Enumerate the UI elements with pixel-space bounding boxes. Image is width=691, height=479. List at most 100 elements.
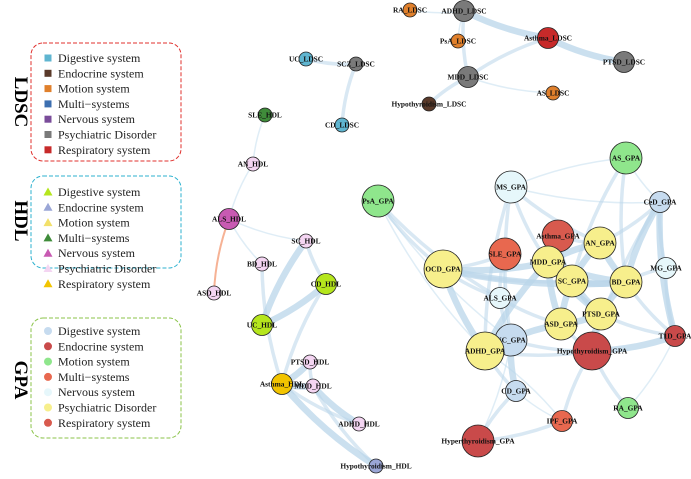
edge-ALS_HDL-ASD_HDL	[213, 218, 230, 294]
legend-marker	[44, 327, 52, 335]
node-UC_LDSC[interactable]: UC_LDSC	[289, 51, 323, 67]
node-circle	[302, 354, 318, 370]
node-BD_GPA[interactable]: BD_GPA	[609, 265, 643, 299]
node-Hypothyroidism_LDSC[interactable]: Hypothyroidism_LDSC	[391, 96, 467, 112]
node-AS_GPA[interactable]: AS_GPA	[609, 141, 643, 175]
node-ADHD_LDSC[interactable]: ADHD_LDSC	[441, 0, 487, 22]
node-PsA_GPA[interactable]: PsA_GPA	[361, 184, 395, 218]
node-CD_LDSC[interactable]: CD_LDSC	[325, 117, 359, 133]
node-PsA_LDSC[interactable]: PsA_LDSC	[440, 33, 476, 49]
legend-marker	[44, 403, 52, 412]
node-PTSD_HDL[interactable]: PTSD_HDL	[291, 354, 330, 370]
node-label: AS_LDSC	[537, 89, 570, 98]
node-Asthma_LDSC[interactable]: Asthma_LDSC	[524, 27, 572, 49]
node-label: Asthma_HDL	[260, 380, 304, 389]
node-circle	[305, 378, 321, 394]
node-AS_LDSC[interactable]: AS_LDSC	[537, 85, 570, 101]
node-label: BD_GPA	[611, 278, 641, 287]
legend-item-label: Psychiatric Disorder	[58, 128, 156, 142]
node-label: PTSD_GPA	[582, 310, 620, 319]
node-MDD_HDL[interactable]: MDD_HDL	[294, 378, 332, 394]
legend-item-label: Psychiatric Disorder	[58, 262, 156, 276]
node-label: Hyperthyroidism_GPA	[441, 437, 515, 446]
legend-box	[30, 175, 182, 269]
node-Hypothyroidism_GPA[interactable]: Hypothyroidism_GPA	[557, 331, 628, 371]
node-label: ADHD_LDSC	[441, 7, 486, 16]
node-label: MDD_LDSC	[447, 73, 488, 82]
node-label: PTSD_LDSC	[603, 58, 645, 67]
node-T1D_GPA[interactable]: T1D_GPA	[659, 325, 691, 347]
node-ASD_GPA[interactable]: ASD_GPA	[544, 307, 578, 341]
node-circle	[271, 373, 293, 395]
node-label: T1D_GPA	[659, 332, 691, 341]
legend-marker	[44, 69, 52, 77]
node-AN_GPA[interactable]: AN_GPA	[583, 226, 617, 260]
node-ADHD_HDL[interactable]: ADHD_HDL	[338, 416, 380, 432]
node-Hyperthyroidism_GPA[interactable]: Hyperthyroidism_GPA	[441, 424, 515, 458]
node-SLE_HDL[interactable]: SLE_HDL	[248, 107, 282, 123]
node-OCD_GPA[interactable]: OCD_GPA	[423, 249, 463, 289]
node-label: Hypothyroidism_HDL	[340, 462, 411, 471]
node-label: SLE_GPA	[489, 250, 522, 259]
node-circle	[245, 156, 261, 172]
node-BD_HDL[interactable]: BD_HDL	[247, 256, 277, 272]
node-ADHD_GPA[interactable]: ADHD_GPA	[465, 331, 506, 371]
node-label: AN_HDL	[238, 160, 268, 169]
node-CD_GPA[interactable]: CD_GPA	[501, 380, 531, 402]
node-label: CD_LDSC	[325, 121, 359, 130]
legend-marker	[44, 115, 52, 123]
node-MDD_LDSC[interactable]: MDD_LDSC	[447, 66, 489, 88]
node-label: SC_HDL	[291, 237, 320, 246]
node-circle	[461, 424, 495, 458]
node-AN_HDL[interactable]: AN_HDL	[238, 156, 268, 172]
legend-item-label: Nervous system	[58, 246, 136, 260]
node-circle	[206, 285, 222, 301]
node-circle	[298, 51, 314, 67]
node-SC_GPA[interactable]: SC_GPA	[555, 264, 589, 298]
node-PTSD_LDSC[interactable]: PTSD_LDSC	[603, 51, 645, 73]
legend-marker	[43, 218, 53, 227]
node-label: ALS_HDL	[212, 215, 246, 224]
node-SLE_GPA[interactable]: SLE_GPA	[488, 237, 522, 271]
node-circle	[457, 66, 479, 88]
node-UC_HDL[interactable]: UC_HDL	[247, 314, 277, 336]
node-circle	[494, 170, 528, 204]
node-RA_GPA[interactable]: RA_GPA	[613, 397, 643, 419]
node-label: CD_HDL	[311, 280, 341, 289]
node-RA_LDSC[interactable]: RA_LDSC	[393, 2, 427, 18]
legend-title: LDSC	[10, 77, 31, 128]
node-PTSD_GPA[interactable]: PTSD_GPA	[582, 297, 620, 331]
node-CeD_GPA[interactable]: CeD_GPA	[644, 191, 677, 213]
node-circle	[531, 245, 565, 279]
node-circle	[583, 226, 617, 260]
node-circle	[402, 2, 418, 18]
node-label: AN_GPA	[585, 239, 615, 248]
legend-item-label: Motion system	[58, 355, 130, 369]
legend-item-label: Digestive system	[58, 185, 141, 199]
legend-box	[30, 317, 182, 439]
node-IPF_GPA[interactable]: IPF_GPA	[547, 410, 578, 432]
node-MDD_GPA[interactable]: MDD_GPA	[530, 245, 567, 279]
legend-marker	[44, 388, 52, 397]
node-label: ASD_HDL	[197, 289, 232, 298]
node-CD_HDL[interactable]: CD_HDL	[311, 273, 341, 295]
node-circle	[537, 27, 559, 49]
legend-item-label: Multi−systems	[58, 370, 130, 384]
node-SC_HDL[interactable]: SC_HDL	[291, 233, 321, 249]
node-MG_GPA[interactable]: MG_GPA	[650, 257, 682, 279]
node-circle	[544, 307, 578, 341]
node-MS_GPA[interactable]: MS_GPA	[494, 170, 528, 204]
node-label: SCZ_LDSC	[337, 60, 375, 69]
node-Asthma_HDL[interactable]: Asthma_HDL	[260, 373, 304, 395]
node-ASD_HDL[interactable]: ASD_HDL	[197, 285, 232, 301]
node-Hypothyroidism_HDL[interactable]: Hypothyroidism_HDL	[340, 458, 412, 474]
edge-Asthma_LDSC-MDD_LDSC	[466, 36, 550, 79]
node-circle	[254, 256, 270, 272]
legend-box	[30, 42, 182, 162]
node-label: UC_HDL	[247, 321, 277, 330]
node-ALS_GPA[interactable]: ALS_GPA	[483, 287, 517, 309]
node-SCZ_LDSC[interactable]: SCZ_LDSC	[337, 56, 375, 72]
node-ALS_HDL[interactable]: ALS_HDL	[212, 208, 246, 230]
